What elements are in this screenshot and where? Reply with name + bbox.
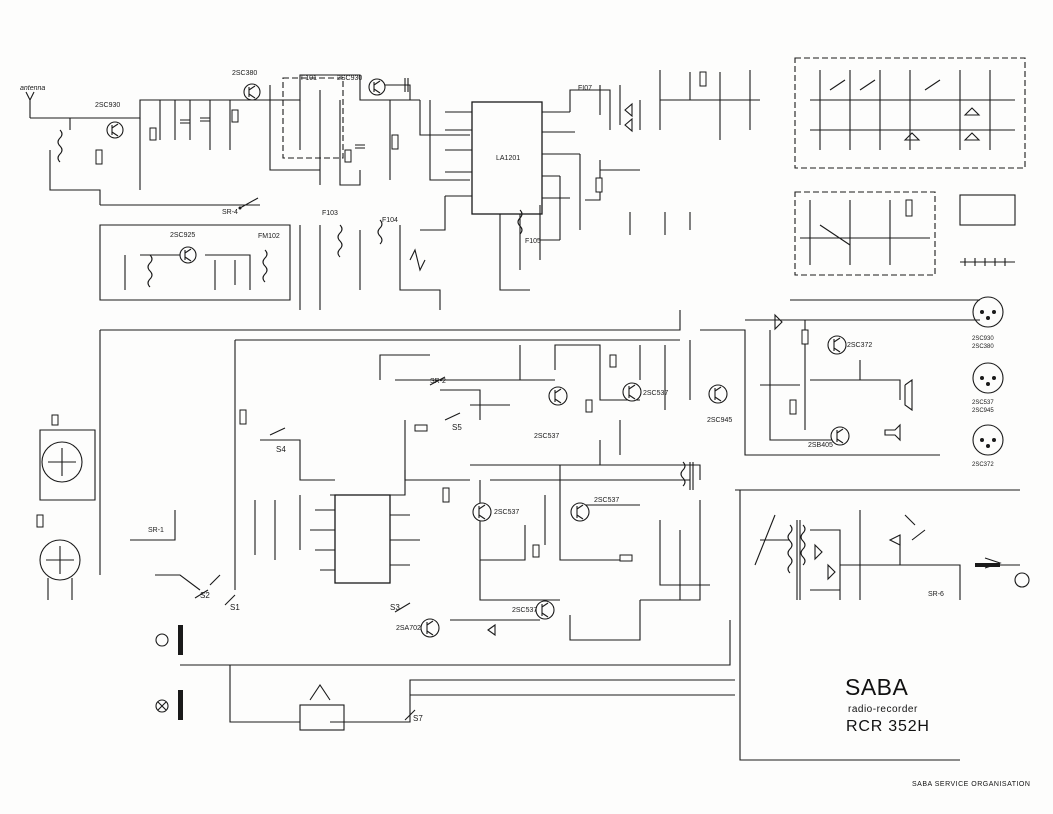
- transistor-mute: 2SA702: [396, 618, 440, 638]
- switch-s4-label: S4: [276, 445, 286, 454]
- transistor-pre2-label: 2SC537: [643, 390, 668, 397]
- transistor-pinouts: 2SC930 2SC380 2SC537 2SC945 2SC372: [972, 296, 1004, 468]
- pinout-a-label: 2SC930: [972, 336, 994, 342]
- filter-f101-label: F101: [301, 75, 317, 82]
- dc-jack: [1014, 572, 1030, 588]
- filter-f105-label: F105: [525, 238, 541, 245]
- capacitor-array: [180, 78, 409, 149]
- bus-wiring: [99, 299, 1020, 761]
- ic-la1201-label: LA1201: [496, 155, 520, 162]
- transistor-osc-label: 2SC925: [170, 232, 195, 239]
- transistor-rec2-label: 2SC537: [594, 497, 619, 504]
- power-supply-section: SR-6: [754, 510, 1030, 600]
- transistor-output-npn: 2SC372: [827, 335, 872, 355]
- filter-f104-label: F104: [382, 217, 398, 224]
- filter-fm102-label: FM102: [258, 233, 280, 240]
- resistor-array: [95, 109, 399, 165]
- switch-s1-label: S1: [230, 603, 240, 612]
- transistor-if-amp: 2SC930: [337, 75, 386, 96]
- transistor-pre1-label: 2SC537: [534, 433, 559, 440]
- relay-block: [299, 704, 345, 731]
- transistor-driver: 2SC945: [707, 384, 732, 424]
- preamp-section: 2SC537 2SC537 2SC945 2SC537 2SC537 2SC53…: [239, 340, 732, 641]
- switch-s7-label: S7: [413, 714, 423, 723]
- transistor-mute-label: 2SA702: [396, 625, 421, 632]
- dashed-block-upper: [794, 57, 1026, 169]
- pinout-d-label: 2SC945: [972, 408, 994, 414]
- transistor-osc-bias: 2SC537: [512, 600, 555, 620]
- transistor-rec2: 2SC537: [570, 497, 619, 522]
- switch-s2-label: S2: [200, 591, 210, 600]
- transistor-rec1: 2SC537: [472, 502, 519, 522]
- filter-fi07-label: FI07: [578, 85, 592, 92]
- pinout-c-label: 2SC537: [972, 400, 994, 406]
- switch-sr4-label: SR-4: [222, 209, 238, 216]
- svg-text:antenna: antenna: [20, 85, 45, 92]
- dashed-block-lower: [794, 191, 936, 276]
- power-output-section: 2SC372 2SB405: [760, 313, 913, 449]
- filter-f103-label: F103: [322, 210, 338, 217]
- transistor-pre1: 2SC537: [534, 386, 568, 440]
- motor-symbol-upper: [178, 625, 183, 655]
- transistor-output-pnp: 2SB405: [808, 426, 850, 449]
- fm-tuner-section: 2SC930 2SC380 2SC930 F101 antenna: [20, 70, 470, 206]
- transistor-rec1-label: 2SC537: [494, 509, 519, 516]
- transistor-osc: 2SC925: [170, 232, 197, 264]
- switch-s5-label: S5: [452, 423, 462, 432]
- transistor-rf-amp-label: 2SC930: [95, 102, 120, 109]
- pinout-b-label: 2SC380: [972, 344, 994, 350]
- transistor-mixer: 2SC380: [232, 70, 261, 101]
- switch-sr2-label: SR-2: [430, 378, 446, 385]
- footer-service-note: SABA SERVICE ORGANISATION: [912, 781, 1031, 788]
- transistor-if-amp-label: 2SC930: [337, 75, 362, 82]
- am-oscillator-section: 2SC925 SR-4 F103 F104 F105 FM102: [99, 197, 560, 310]
- transistor-osc-bias-label: 2SC537: [512, 607, 537, 614]
- product-type: radio-recorder: [848, 704, 918, 715]
- switch-sr6-label: SR-6: [928, 591, 944, 598]
- if-ic-section: LA1201 FI07: [420, 70, 760, 291]
- brand-title: SABA: [845, 674, 909, 700]
- transistor-pre2: 2SC537: [622, 382, 668, 402]
- switch-sr4: SR-4: [222, 197, 259, 216]
- transistor-output-pnp-label: 2SB405: [808, 442, 833, 449]
- model-number: RCR 352H: [846, 718, 930, 735]
- pinout-b: [972, 362, 1004, 394]
- switch-s3-label: S3: [390, 603, 400, 612]
- transistor-output-npn-label: 2SC372: [847, 342, 872, 349]
- transistor-mixer-label: 2SC380: [232, 70, 257, 77]
- tape-head-section: SR-1: [36, 414, 221, 720]
- pinout-e-label: 2SC372: [972, 462, 994, 468]
- pinout-c: [972, 424, 1004, 456]
- output-stage-blocks: [794, 57, 1026, 276]
- ic-small-upper: [959, 194, 1016, 226]
- transistor-driver-label: 2SC945: [707, 417, 732, 424]
- switch-sr1-label: SR-1: [148, 527, 164, 534]
- mode-switches: S1 S2 S3 S4 S5 S7 SR-2: [194, 376, 462, 731]
- pinout-a: [972, 296, 1004, 328]
- transistor-rf-amp: 2SC930: [95, 102, 124, 139]
- ic-la1201: [471, 101, 543, 215]
- ic-audio-amp: [334, 494, 391, 584]
- motor-symbol-lower: [178, 690, 183, 720]
